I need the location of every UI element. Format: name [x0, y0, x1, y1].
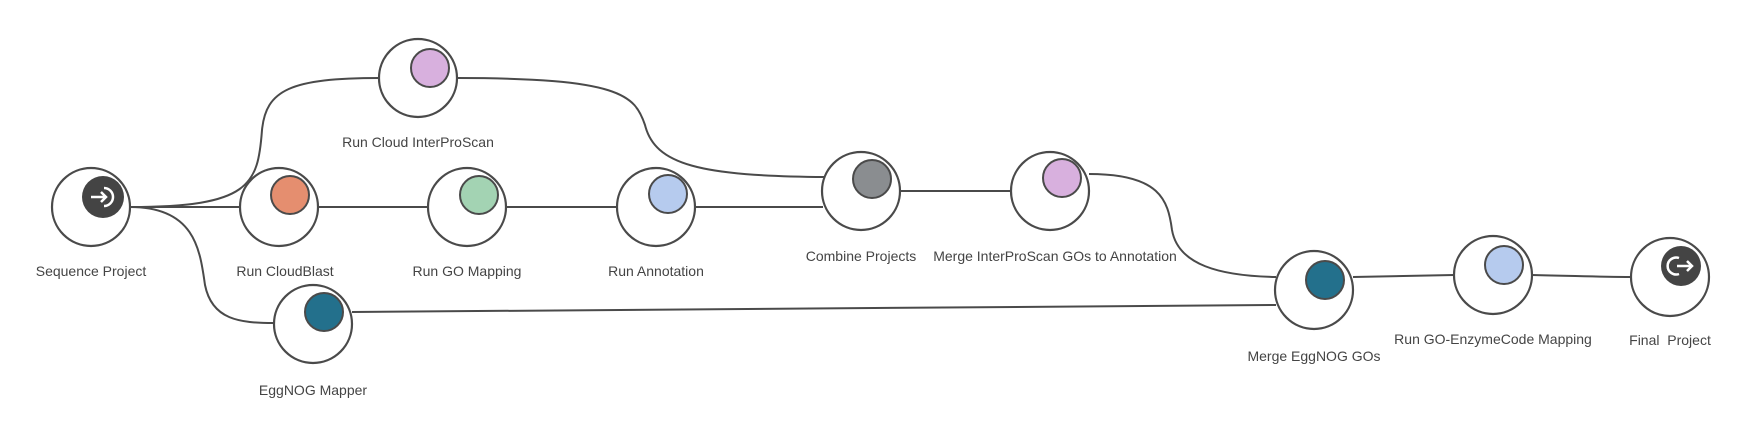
- node-label: Combine Projects: [806, 248, 917, 264]
- edge-enzymecode-to-final: [1531, 274, 1632, 278]
- node-label: Sequence Project: [36, 263, 147, 279]
- status-dot: [1305, 260, 1345, 300]
- node-label: Run CloudBlast: [236, 263, 333, 279]
- edges: [129, 77, 1632, 324]
- node-merge-interproscan[interactable]: Merge InterProScan GOs to Annotation: [933, 150, 1177, 264]
- node-label: Merge InterProScan GOs to Annotation: [933, 248, 1177, 264]
- status-dot: [852, 159, 892, 199]
- node-label: Final Project: [1629, 332, 1711, 348]
- node-label: EggNOG Mapper: [259, 382, 367, 398]
- status-dot: [1484, 245, 1524, 285]
- node-run-cloud-interproscan[interactable]: Run Cloud InterProScan: [342, 37, 494, 150]
- edge-sequence-to-eggnog: [129, 206, 275, 324]
- node-run-go-enzymecode[interactable]: Run GO-EnzymeCode Mapping: [1394, 234, 1592, 347]
- node-run-annotation[interactable]: Run Annotation: [608, 166, 704, 279]
- status-dot: [648, 174, 688, 214]
- node-eggnog-mapper[interactable]: EggNOG Mapper: [259, 283, 367, 398]
- node-sequence-project[interactable]: Sequence Project: [36, 166, 147, 279]
- status-dot: [410, 48, 450, 88]
- input-icon: [82, 176, 124, 218]
- output-icon: [1661, 246, 1701, 286]
- status-dot: [459, 175, 499, 215]
- edge-sequence-to-interproscan: [129, 77, 381, 208]
- edge-interproscan-to-combine: [456, 77, 826, 178]
- node-run-cloudblast[interactable]: Run CloudBlast: [236, 166, 334, 279]
- edge-mergeeggnog-to-enzymecode: [1352, 274, 1455, 278]
- edge-eggnog-to-mergeeggnog: [351, 304, 1277, 313]
- status-dot: [270, 175, 310, 215]
- node-final-project[interactable]: Final Project: [1629, 236, 1711, 348]
- node-combine-projects[interactable]: Combine Projects: [806, 150, 917, 264]
- node-merge-eggnog[interactable]: Merge EggNOG GOs: [1247, 249, 1381, 364]
- status-dot: [1042, 158, 1082, 198]
- node-label: Run GO Mapping: [413, 263, 522, 279]
- node-run-go-mapping[interactable]: Run GO Mapping: [413, 166, 522, 279]
- node-label: Run Cloud InterProScan: [342, 134, 494, 150]
- node-label: Run GO-EnzymeCode Mapping: [1394, 331, 1592, 347]
- status-dot: [304, 292, 344, 332]
- node-label: Merge EggNOG GOs: [1247, 348, 1380, 364]
- node-label: Run Annotation: [608, 263, 704, 279]
- edge-mergeips-to-mergeeggnog: [1088, 173, 1277, 278]
